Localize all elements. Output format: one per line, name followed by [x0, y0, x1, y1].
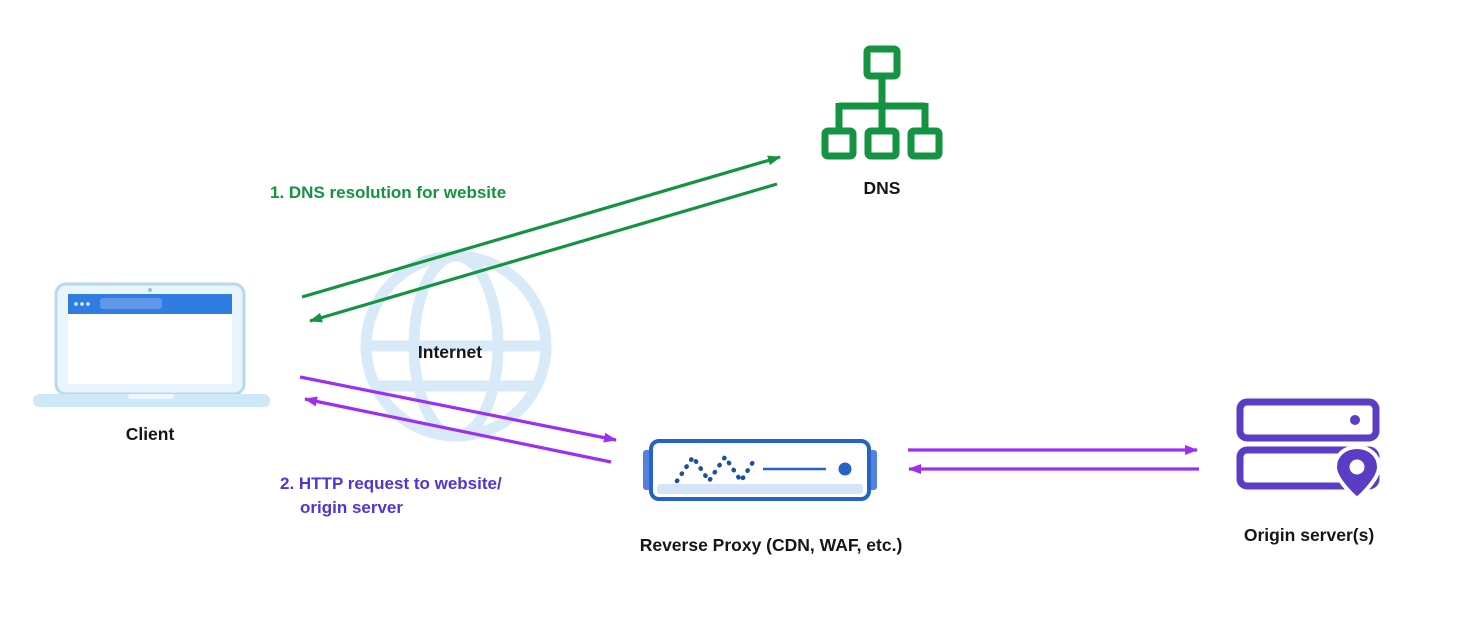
laptop-base-notch [128, 394, 174, 399]
arrow-dns-to-client [309, 182, 778, 323]
http-request-label-line1: 2. HTTP request to website/ [280, 474, 502, 493]
dns-icon [821, 45, 943, 160]
origin-server-top [1236, 398, 1380, 442]
proxy-power-dot [838, 462, 852, 476]
flow-http-request [299, 375, 617, 464]
dns-label: DNS [864, 178, 901, 198]
http-request-label-line2: origin server [300, 498, 403, 517]
origin-servers-icon [1236, 398, 1382, 502]
reverse-proxy-label: Reverse Proxy (CDN, WAF, etc.) [640, 535, 903, 555]
reverse-proxy-icon [643, 439, 877, 501]
origin-servers-label: Origin server(s) [1244, 525, 1374, 545]
dns-resolution-label: 1. DNS resolution for website [270, 183, 506, 202]
flow-proxy-origin [908, 445, 1199, 474]
proxy-dots-pattern [674, 452, 756, 486]
internet-globe-icon [360, 250, 552, 442]
laptop-base [33, 394, 270, 407]
client-laptop-icon [33, 282, 270, 407]
internet-label: Internet [418, 342, 482, 362]
laptop-camera-dot [148, 288, 152, 292]
location-pin-icon [1332, 444, 1382, 502]
arrow-client-to-proxy [299, 375, 617, 443]
arrow-client-to-dns [301, 155, 781, 299]
laptop-address-bar [100, 298, 162, 309]
proxy-bottom-strip [657, 484, 863, 494]
client-label: Client [126, 424, 175, 444]
flow-dns-resolution [301, 155, 781, 323]
arrow-proxy-to-client [304, 396, 612, 464]
